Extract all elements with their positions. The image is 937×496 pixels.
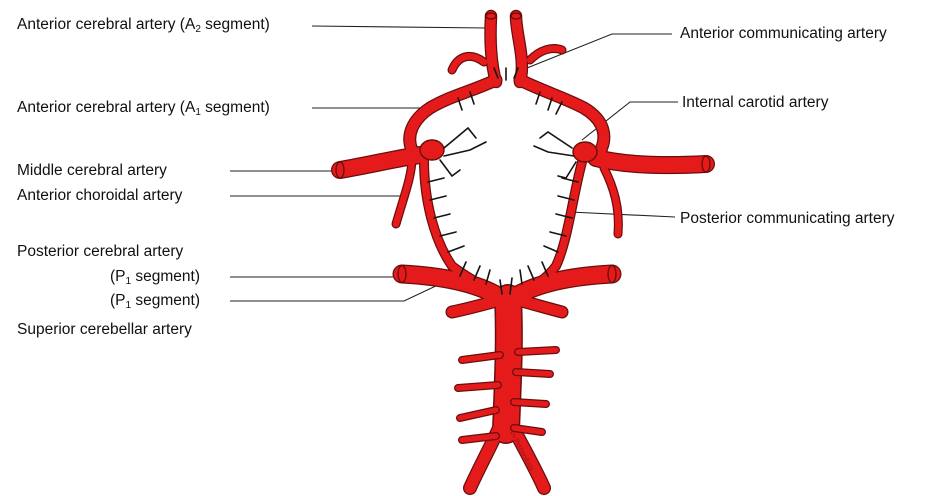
- label-aca-a1: Anterior cerebral artery (A1 segment): [17, 99, 270, 117]
- leader-aca-a2: [312, 26, 487, 28]
- vessels: [340, 16, 706, 488]
- label-mca: Middle cerebral artery: [17, 162, 167, 180]
- pca-left: [402, 274, 498, 296]
- basilar-artery: [506, 298, 509, 430]
- leader-p1b: [230, 284, 440, 301]
- label-pca: Posterior cerebral artery: [17, 243, 183, 261]
- label-p1-a: (P1 segment): [110, 268, 200, 286]
- label-pcom: Posterior communicating artery: [680, 210, 895, 228]
- sca-left: [452, 300, 500, 312]
- label-ica: Internal carotid artery: [682, 94, 828, 112]
- mca-right: [596, 158, 706, 165]
- pca-right: [516, 274, 612, 296]
- ica-left-stump: [420, 140, 444, 160]
- ica-right-stump: [573, 142, 597, 162]
- label-aca-a2: Anterior cerebral artery (A2 segment): [17, 16, 270, 34]
- sca-right: [518, 300, 562, 312]
- label-acha: Anterior choroidal artery: [17, 187, 182, 205]
- label-p1-b: (P1 segment): [110, 292, 200, 310]
- label-sca: Superior cerebellar artery: [17, 321, 192, 339]
- leader-pcom: [570, 212, 675, 217]
- acha-right: [604, 168, 618, 234]
- label-acom: Anterior communicating artery: [680, 25, 887, 43]
